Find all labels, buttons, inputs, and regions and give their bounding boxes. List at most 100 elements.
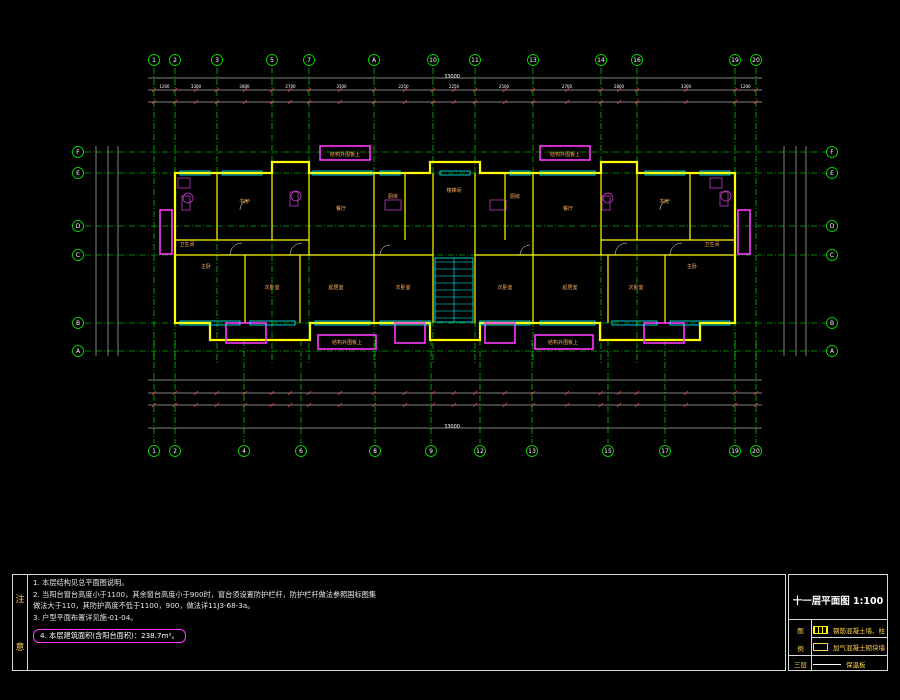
room-label: 次卧室	[628, 284, 643, 291]
axis-bubble-bottom-label: 13	[528, 448, 536, 455]
balcony	[225, 322, 267, 344]
axis-bubble-bottom	[369, 445, 381, 457]
notes-side-char-2: 意	[15, 642, 25, 653]
door-swing	[669, 242, 683, 256]
fixture	[719, 191, 729, 207]
dimension-tick	[616, 402, 622, 408]
dimension-value: 1200	[159, 84, 170, 89]
drawing-title: 十一层平面图 1:100	[792, 596, 884, 607]
dimension-tick	[214, 390, 220, 396]
fixture	[489, 199, 507, 211]
door-swing	[289, 242, 303, 256]
axis-bubble-top-label: 19	[731, 57, 739, 64]
axis-bubble-left	[72, 317, 84, 329]
dimension-value: 2700	[562, 84, 573, 89]
axis-bubble-bottom	[169, 445, 181, 457]
dimension-tick	[371, 402, 377, 408]
axis-bubble-bottom-label: 9	[429, 448, 433, 455]
dimension-tick	[530, 390, 536, 396]
axis-bubble-right	[826, 345, 838, 357]
door-swing	[379, 244, 391, 256]
divider	[789, 655, 887, 656]
dimension-tick	[598, 87, 604, 93]
axis-bubble-top-label: 10	[429, 57, 437, 64]
dimension-tick	[683, 402, 689, 408]
dimension-tick	[564, 390, 570, 396]
door-swing	[239, 199, 251, 211]
fixture	[289, 191, 299, 207]
axis-bubble-top	[729, 54, 741, 66]
axis-bubble-bottom-label: 17	[661, 448, 669, 455]
dimension-tick	[193, 87, 199, 93]
room-label: 主卧	[201, 263, 211, 270]
plan-details	[159, 145, 751, 350]
dimension-tick	[214, 402, 220, 408]
axis-bubble-left	[72, 146, 84, 158]
fixture	[720, 190, 732, 202]
dimension-tick	[269, 99, 275, 105]
note-line: 2. 当阳台窗台高度小于1100，其余窗台高度小于900时，窗台须设置防护栏杆，…	[33, 589, 377, 599]
dimension-tick	[564, 87, 570, 93]
dimension-tick	[683, 87, 689, 93]
dimension-value: 2700	[285, 84, 296, 89]
dimension-tick	[287, 87, 293, 93]
axis-bubble-left-label: D	[76, 223, 81, 230]
axis-bubble-right-label: A	[830, 348, 835, 355]
note-line: 做法大于110，其防护高度不低于1100，900，做法详11J3-68-3a。	[33, 601, 255, 611]
axis-bubble-top	[595, 54, 607, 66]
balcony	[534, 334, 594, 350]
dimension-tick	[616, 87, 622, 93]
dimension-tick	[172, 402, 178, 408]
room-label: 次卧室	[264, 284, 279, 291]
walls	[173, 160, 737, 342]
axis-bubble-top-label: 13	[529, 57, 537, 64]
axis-bubble-bottom	[295, 445, 307, 457]
dimension-tick	[306, 390, 312, 396]
window	[439, 170, 471, 176]
axis-bubble-bottom	[602, 445, 614, 457]
dimension-tick	[634, 390, 640, 396]
window	[479, 320, 531, 326]
legend-swatch	[813, 643, 828, 651]
axis-bubble-left-label: F	[76, 149, 80, 156]
window	[509, 170, 531, 176]
dimension-tick	[530, 402, 536, 408]
dimension-tick	[530, 99, 536, 105]
dimension-tick	[214, 99, 220, 105]
dimension-tick	[306, 87, 312, 93]
dimension-tick	[172, 87, 178, 93]
axis-bubble-left	[72, 249, 84, 261]
room-label: 结构外围板上	[550, 151, 580, 158]
window	[539, 170, 596, 176]
dimension-tick	[502, 87, 508, 93]
dimension-tick	[269, 402, 275, 408]
room-label: 书房	[659, 198, 669, 205]
axis-bubble-left-label: A	[76, 348, 81, 355]
window	[669, 320, 731, 326]
axis-bubble-right	[826, 317, 838, 329]
axis-bubble-bottom-label: 8	[373, 448, 377, 455]
axis-bubble-top	[169, 54, 181, 66]
dimension-tick	[598, 402, 604, 408]
fixture	[601, 195, 611, 211]
dimension-tick	[287, 390, 293, 396]
window	[249, 320, 296, 326]
dimension-tick	[214, 87, 220, 93]
overall-dimension-top: 33000	[444, 74, 460, 80]
axis-bubble-top	[148, 54, 160, 66]
axis-bubble-top	[750, 54, 762, 66]
title-block: 十一层平面图 1:100 图 例 三层 钢筋混凝土墙、柱 加气混凝土砌块墙 保温…	[788, 574, 888, 671]
balcony	[484, 322, 516, 344]
legend-header-1: 图	[797, 627, 804, 635]
divider	[811, 619, 812, 670]
axis-bubble-bottom-label: 15	[604, 448, 612, 455]
legend-item: 加气混凝土砌块墙	[813, 638, 885, 656]
axis-bubble-bottom-label: 4	[242, 448, 246, 455]
dimension-tick	[564, 99, 570, 105]
axis-bubble-bottom	[238, 445, 250, 457]
door-swing	[229, 242, 243, 256]
dimension-tick	[472, 87, 478, 93]
legend-item: 钢筋混凝土墙、柱	[813, 621, 885, 639]
axis-bubble-right-label: D	[830, 223, 835, 230]
